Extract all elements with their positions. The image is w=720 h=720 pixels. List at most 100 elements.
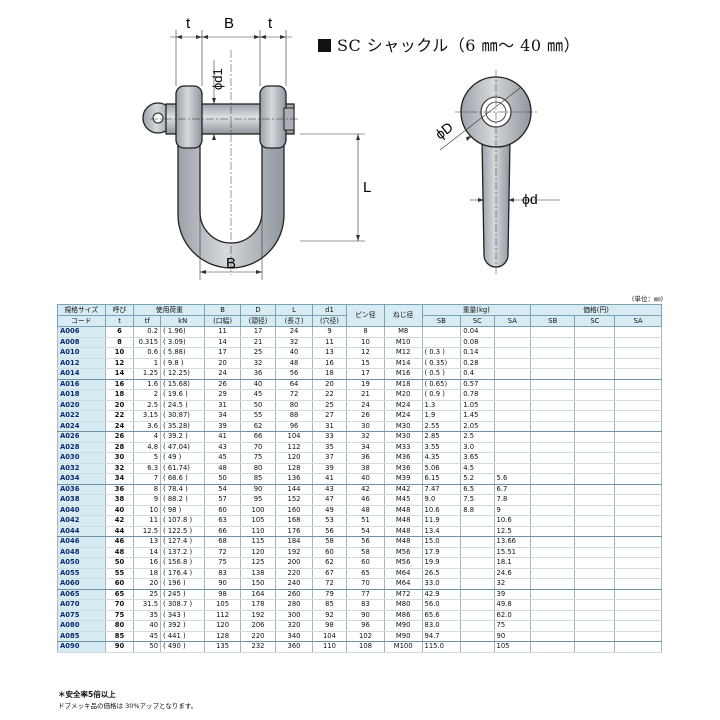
cell-weight-sc bbox=[460, 631, 495, 642]
th-b-2: (口幅) bbox=[204, 315, 241, 327]
cell-price-sb bbox=[530, 368, 576, 380]
cell-d1: 56 bbox=[311, 526, 348, 537]
cell-price-sc bbox=[574, 589, 616, 600]
cell-b: 135 bbox=[204, 641, 241, 653]
cell-d: 220 bbox=[239, 631, 277, 642]
cell-pin: 90 bbox=[346, 610, 385, 621]
th-b: B bbox=[204, 304, 241, 316]
cell-d1: 85 bbox=[311, 599, 348, 611]
cell-price-sc bbox=[574, 526, 616, 537]
cell-weight-sc: 2.05 bbox=[460, 421, 495, 432]
cell-l: 144 bbox=[275, 484, 313, 495]
cell-tf: 20 bbox=[133, 578, 162, 590]
cell-d: 40 bbox=[239, 379, 277, 390]
cell-b: 105 bbox=[204, 599, 241, 611]
cell-d: 45 bbox=[239, 389, 277, 401]
cell-price-sc bbox=[574, 463, 616, 474]
cell-price-sa bbox=[614, 484, 662, 495]
cell-price-sa bbox=[614, 442, 662, 453]
cell-tf: 40 bbox=[133, 620, 162, 632]
cell-tf: 0.315 bbox=[133, 337, 162, 348]
cell-weight-sc: 0.57 bbox=[460, 379, 495, 390]
cell-b: 66 bbox=[204, 526, 241, 537]
cell-price-sc bbox=[574, 610, 616, 621]
cell-price-sb bbox=[530, 337, 576, 348]
cell-price-sb bbox=[530, 599, 576, 611]
cell-price-sb bbox=[530, 389, 576, 401]
cell-weight-sa: 39 bbox=[493, 589, 532, 600]
cell-code: A024 bbox=[57, 421, 106, 432]
cell-weight-sa bbox=[493, 400, 532, 411]
cell-weight-sb: ( 0.5 ) bbox=[421, 368, 462, 380]
th-weight-sc: SC bbox=[460, 315, 495, 327]
cell-yobi: 85 bbox=[104, 631, 135, 642]
cell-l: 136 bbox=[275, 473, 313, 485]
cell-weight-sa bbox=[493, 347, 532, 359]
cell-price-sc bbox=[574, 452, 616, 464]
cell-kn: ( 24.5 ) bbox=[160, 400, 206, 411]
cell-yobi: 12 bbox=[104, 358, 135, 369]
cell-weight-sb: 6.15 bbox=[421, 473, 462, 485]
cell-weight-sb: 10.6 bbox=[421, 505, 462, 516]
cell-kn: ( 441 ) bbox=[160, 631, 206, 642]
cell-weight-sa: 10.6 bbox=[493, 515, 532, 527]
cell-weight-sb: ( 0.65) bbox=[421, 379, 462, 390]
cell-price-sc bbox=[574, 337, 616, 348]
cell-screw: M64 bbox=[383, 568, 423, 579]
cell-pin: 108 bbox=[346, 641, 385, 653]
cell-weight-sa bbox=[493, 326, 532, 338]
cell-b: 75 bbox=[204, 557, 241, 569]
cell-price-sa bbox=[614, 620, 662, 632]
cell-pin: 58 bbox=[346, 547, 385, 558]
cell-b: 54 bbox=[204, 484, 241, 495]
cell-price-sb bbox=[530, 610, 576, 621]
cell-weight-sa: 5.6 bbox=[493, 473, 532, 485]
dim-phi-d-upper: ϕD bbox=[432, 119, 456, 143]
cell-yobi: 36 bbox=[104, 484, 135, 495]
cell-price-sb bbox=[530, 641, 576, 653]
cell-pin: 15 bbox=[346, 358, 385, 369]
cell-d: 32 bbox=[239, 358, 277, 369]
cell-screw: M86 bbox=[383, 610, 423, 621]
cell-price-sb bbox=[530, 620, 576, 632]
cell-price-sc bbox=[574, 568, 616, 579]
cell-d1: 47 bbox=[311, 494, 348, 506]
cell-kn: ( 49 ) bbox=[160, 452, 206, 464]
cell-d1: 53 bbox=[311, 515, 348, 527]
cell-price-sc bbox=[574, 400, 616, 411]
cell-tf: 12.5 bbox=[133, 526, 162, 537]
shackle-side-view bbox=[455, 70, 537, 275]
cell-weight-sb: 56.0 bbox=[421, 599, 462, 611]
cell-weight-sb: 1.3 bbox=[421, 400, 462, 411]
cell-price-sa bbox=[614, 547, 662, 558]
cell-l: 300 bbox=[275, 610, 313, 621]
cell-yobi: 10 bbox=[104, 347, 135, 359]
cell-yobi: 38 bbox=[104, 494, 135, 506]
cell-d: 192 bbox=[239, 610, 277, 621]
cell-d: 90 bbox=[239, 484, 277, 495]
cell-yobi: 16 bbox=[104, 379, 135, 390]
cell-price-sb bbox=[530, 463, 576, 474]
cell-yobi: 32 bbox=[104, 463, 135, 474]
cell-d1: 9 bbox=[311, 326, 348, 338]
cell-yobi: 8 bbox=[104, 337, 135, 348]
cell-weight-sb: 7.47 bbox=[421, 484, 462, 495]
cell-l: 260 bbox=[275, 589, 313, 600]
cell-price-sa bbox=[614, 337, 662, 348]
cell-price-sc bbox=[574, 379, 616, 390]
cell-kn: ( 245 ) bbox=[160, 589, 206, 600]
th-d1-2: (穴径) bbox=[311, 315, 348, 327]
cell-price-sc bbox=[574, 547, 616, 558]
cell-code: A038 bbox=[57, 494, 106, 506]
cell-l: 128 bbox=[275, 463, 313, 474]
cell-tf: 1 bbox=[133, 358, 162, 369]
cell-l: 80 bbox=[275, 400, 313, 411]
cell-weight-sa: 13.66 bbox=[493, 536, 532, 548]
cell-screw: M90 bbox=[383, 631, 423, 642]
dim-b: B bbox=[224, 15, 234, 32]
cell-weight-sb: 83.0 bbox=[421, 620, 462, 632]
